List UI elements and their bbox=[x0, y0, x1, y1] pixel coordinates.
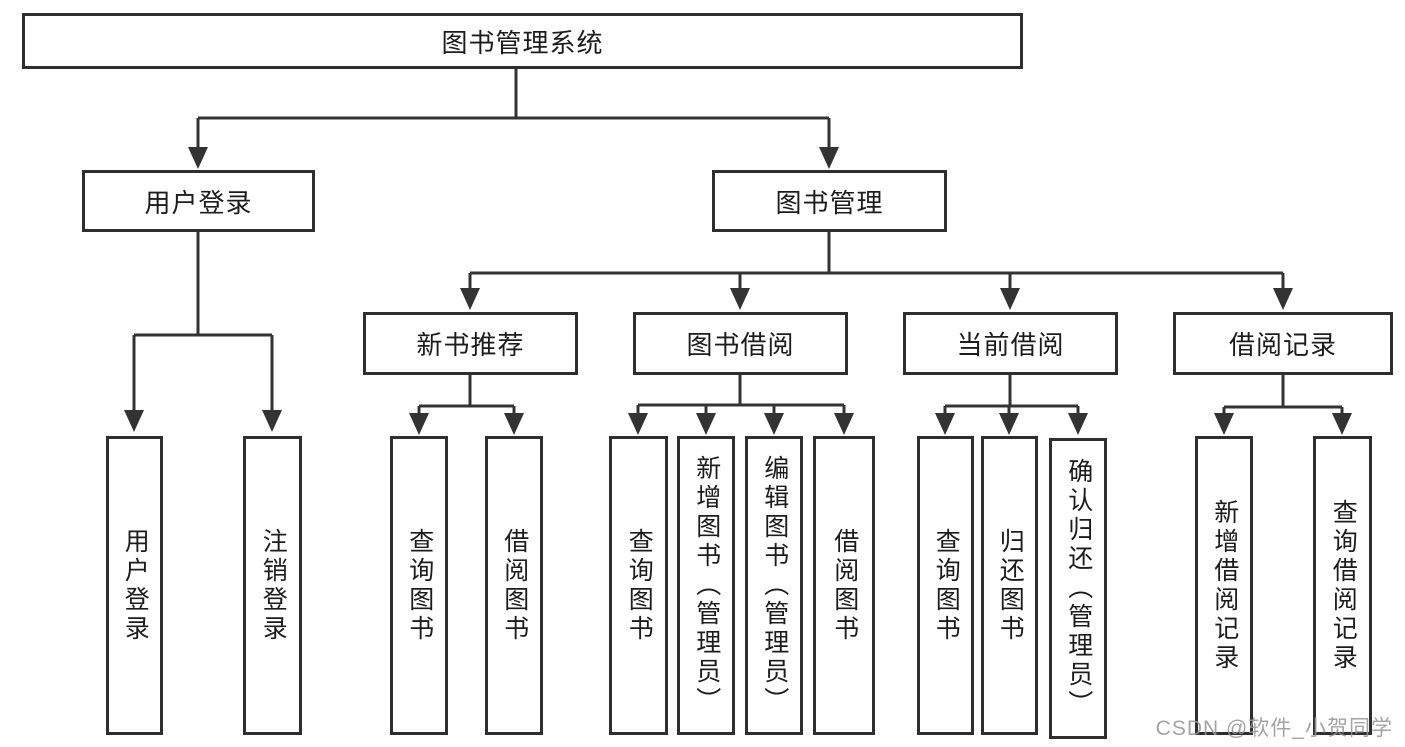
node-new-book-recommendation: 新书推荐 bbox=[363, 312, 578, 375]
node-borrowing-records: 借阅记录 bbox=[1173, 312, 1393, 375]
leaf-query-books-borrow: 查询图书 bbox=[609, 436, 668, 735]
edge-userlogin-to-leaves bbox=[132, 232, 274, 411]
leaf-logout: 注销登录 bbox=[243, 436, 302, 735]
arrowhead bbox=[696, 413, 716, 435]
leaf-return-books: 归还图书 bbox=[981, 436, 1038, 735]
edge-root-to-level2 bbox=[196, 69, 831, 148]
edge-records-to-leaves bbox=[1222, 374, 1344, 414]
leaf-edit-books-admin: 编辑图书（管理员） bbox=[745, 436, 803, 735]
edge-recommend-to-leaves bbox=[417, 374, 516, 414]
arrowhead bbox=[1000, 288, 1020, 310]
arrowhead bbox=[504, 413, 524, 435]
arrowhead bbox=[1332, 413, 1352, 435]
csdn-watermark: CSDN @软件_小贺同学 bbox=[1155, 717, 1393, 740]
arrowhead bbox=[409, 413, 429, 435]
arrowhead bbox=[999, 413, 1019, 435]
leaf-borrow-books-recommend: 借阅图书 bbox=[485, 436, 543, 735]
edge-current-to-leaves bbox=[943, 374, 1080, 414]
edge-bookmgmt-to-level3 bbox=[468, 232, 1285, 289]
edge-borrow-to-leaves bbox=[636, 374, 846, 414]
leaf-query-books-recommend: 查询图书 bbox=[390, 436, 448, 735]
arrowhead bbox=[819, 147, 839, 169]
arrowhead bbox=[935, 413, 955, 435]
leaf-add-books-admin: 新增图书（管理员） bbox=[677, 436, 735, 735]
arrowhead bbox=[730, 288, 750, 310]
arrowhead bbox=[188, 147, 208, 169]
arrowhead bbox=[764, 413, 784, 435]
leaf-borrow-books: 借阅图书 bbox=[813, 436, 875, 735]
arrowhead bbox=[628, 413, 648, 435]
arrowhead bbox=[124, 410, 144, 432]
edge-rails bbox=[132, 69, 1344, 414]
arrowhead bbox=[460, 288, 480, 310]
leaf-query-borrow-record: 查询借阅记录 bbox=[1313, 436, 1372, 735]
leaf-user-login: 用户登录 bbox=[106, 436, 163, 735]
node-user-login: 用户登录 bbox=[82, 170, 315, 232]
node-current-borrowing: 当前借阅 bbox=[903, 312, 1118, 375]
leaf-confirm-return-admin: 确认归还（管理员） bbox=[1049, 438, 1107, 739]
arrowhead bbox=[262, 410, 282, 432]
arrowhead bbox=[1214, 413, 1234, 435]
leaf-query-books-current: 查询图书 bbox=[917, 436, 974, 735]
arrowhead bbox=[1068, 413, 1088, 435]
leaf-add-borrow-record: 新增借阅记录 bbox=[1195, 436, 1253, 735]
node-library-management-system: 图书管理系统 bbox=[22, 13, 1023, 69]
arrowhead bbox=[834, 413, 854, 435]
arrowheads bbox=[124, 147, 1352, 435]
arrowhead bbox=[1273, 288, 1293, 310]
node-book-management: 图书管理 bbox=[712, 170, 947, 232]
node-book-borrowing: 图书借阅 bbox=[633, 312, 848, 375]
